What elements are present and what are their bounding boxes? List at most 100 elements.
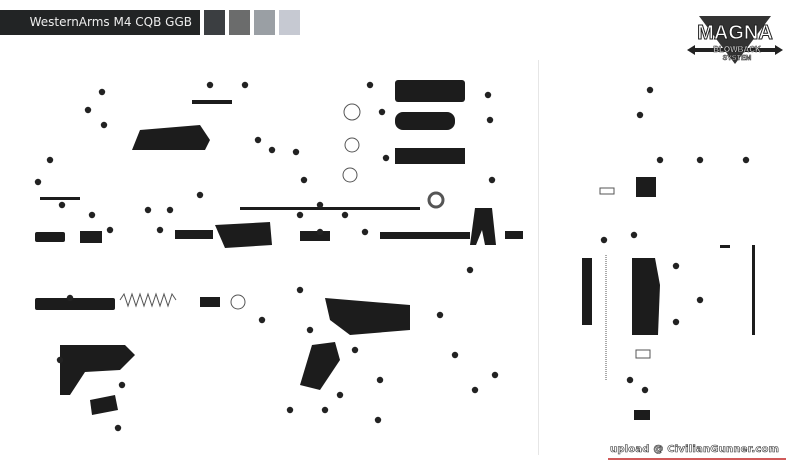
flash-hider xyxy=(505,231,523,239)
svg-text:SYSTEM: SYSTEM xyxy=(723,55,752,62)
charging-handle xyxy=(40,197,80,200)
sling-swivel xyxy=(230,294,246,310)
callout-marker xyxy=(351,346,359,354)
ring xyxy=(344,137,360,153)
svg-text:MAGNA: MAGNA xyxy=(697,22,773,44)
upload-credit: upload @ CivilianGunner.com xyxy=(610,444,780,456)
callout-marker xyxy=(630,231,638,239)
callout-marker xyxy=(626,376,634,384)
color-swatch-2 xyxy=(229,10,250,35)
magazine xyxy=(632,258,660,335)
callout-marker xyxy=(451,351,459,359)
upper-rail-handguard xyxy=(395,80,465,102)
callout-marker xyxy=(258,316,266,324)
callout-marker xyxy=(378,108,386,116)
callout-marker xyxy=(56,356,64,364)
callout-marker xyxy=(436,311,444,319)
delta-ring xyxy=(343,103,361,121)
front-sight xyxy=(470,208,496,245)
callout-marker xyxy=(254,136,262,144)
callout-marker xyxy=(466,266,474,274)
outer-barrel xyxy=(240,207,420,210)
pistol-grip xyxy=(300,342,340,390)
callout-marker xyxy=(488,176,496,184)
callout-marker xyxy=(672,318,680,326)
callout-marker xyxy=(696,156,704,164)
callout-marker xyxy=(486,116,494,124)
lower-receiver xyxy=(325,298,410,335)
ring-2 xyxy=(342,167,358,183)
callout-marker xyxy=(88,211,96,219)
callout-marker xyxy=(306,326,314,334)
callout-marker xyxy=(206,81,214,89)
mag-follower xyxy=(634,410,650,420)
title-bar: WesternArms M4 CQB GGB xyxy=(0,10,200,35)
callout-marker xyxy=(361,228,369,236)
callout-marker xyxy=(696,296,704,304)
callout-marker xyxy=(296,286,304,294)
upper-receiver xyxy=(215,222,272,248)
callout-marker xyxy=(742,156,750,164)
callout-marker xyxy=(34,178,42,186)
handguard-half xyxy=(395,112,455,130)
gas-tube xyxy=(192,100,232,104)
stock xyxy=(60,345,135,395)
callout-marker xyxy=(156,226,164,234)
mag-base xyxy=(635,349,651,359)
part-callouts xyxy=(34,81,750,432)
callout-marker xyxy=(286,406,294,414)
callout-marker xyxy=(471,386,479,394)
buffer-spring xyxy=(119,292,177,308)
callout-marker xyxy=(114,424,122,432)
carry-handle xyxy=(132,125,210,150)
bolt xyxy=(80,231,102,243)
callout-marker xyxy=(672,262,680,270)
latch xyxy=(599,187,615,195)
callout-marker xyxy=(84,106,92,114)
callout-marker xyxy=(46,156,54,164)
callout-marker xyxy=(376,376,384,384)
callout-marker xyxy=(300,176,308,184)
inner-barrel xyxy=(380,232,470,239)
bolt-carrier xyxy=(35,232,65,242)
hammer-block xyxy=(636,177,656,197)
callout-marker xyxy=(636,111,644,119)
callout-marker xyxy=(321,406,329,414)
lower-rail-handguard xyxy=(395,148,465,164)
magazine-spring-guide xyxy=(582,258,592,325)
buttplate xyxy=(90,395,118,415)
callout-marker xyxy=(641,386,649,394)
callout-marker xyxy=(106,226,114,234)
buffer xyxy=(200,297,220,307)
rod xyxy=(752,245,755,335)
callout-marker xyxy=(166,206,174,214)
callout-marker xyxy=(316,201,324,209)
section-divider xyxy=(538,60,539,455)
callout-marker xyxy=(100,121,108,129)
svg-text:BLOWBACK: BLOWBACK xyxy=(713,45,761,54)
color-swatch-3 xyxy=(254,10,275,35)
color-swatch-4 xyxy=(279,10,300,35)
callout-marker xyxy=(98,88,106,96)
callout-marker xyxy=(292,148,300,156)
rod-cap xyxy=(720,245,730,248)
callout-marker xyxy=(341,211,349,219)
callout-marker xyxy=(196,191,204,199)
callout-marker xyxy=(118,381,126,389)
callout-marker xyxy=(336,391,344,399)
callout-marker xyxy=(144,206,152,214)
color-swatch-1 xyxy=(204,10,225,35)
forward-assist xyxy=(175,230,213,239)
callout-marker xyxy=(382,154,390,162)
callout-marker xyxy=(656,156,664,164)
barrel-nut xyxy=(300,231,330,241)
washer xyxy=(427,191,445,209)
callout-marker xyxy=(58,201,66,209)
callout-marker xyxy=(600,236,608,244)
callout-marker xyxy=(66,294,74,302)
callout-marker xyxy=(484,91,492,99)
callout-marker xyxy=(366,81,374,89)
magna-blowback-logo: MAGNA BLOWBACK SYSTEM xyxy=(687,16,783,64)
callout-marker xyxy=(374,416,382,424)
